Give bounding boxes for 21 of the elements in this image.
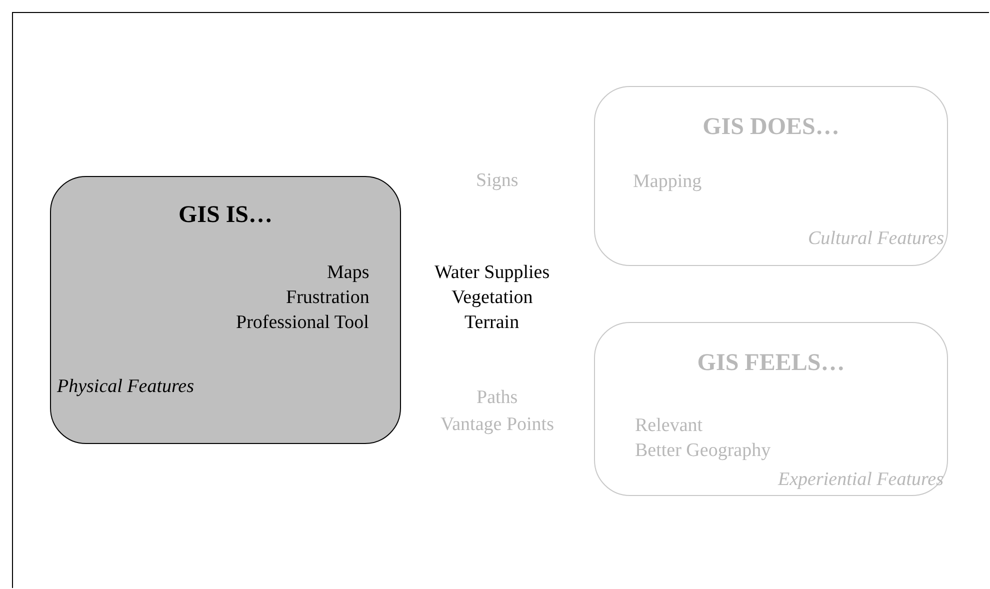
floating-label: Paths [476, 387, 518, 409]
list-item: Relevant [635, 415, 703, 437]
floating-label: Terrain [464, 312, 520, 334]
list-item: Professional Tool [236, 312, 369, 334]
category-caption: Physical Features [57, 376, 194, 398]
box-heading: GIS DOES… [702, 113, 840, 141]
list-item: Maps [327, 262, 370, 284]
list-item: Mapping [633, 171, 702, 193]
category-caption: Cultural Features [808, 228, 944, 250]
rounded-panel [594, 86, 948, 266]
floating-label: Vantage Points [440, 414, 554, 436]
category-caption: Experiential Features [778, 469, 944, 491]
list-item: Frustration [286, 287, 370, 309]
floating-label: Vegetation [452, 287, 533, 309]
floating-label: Signs [476, 170, 518, 192]
box-heading: GIS IS… [178, 201, 273, 229]
box-heading: GIS FEELS… [697, 349, 845, 377]
list-item: Better Geography [635, 440, 771, 462]
floating-label: Water Supplies [434, 262, 550, 284]
rounded-panel [50, 176, 401, 444]
rounded-panel [594, 322, 948, 496]
